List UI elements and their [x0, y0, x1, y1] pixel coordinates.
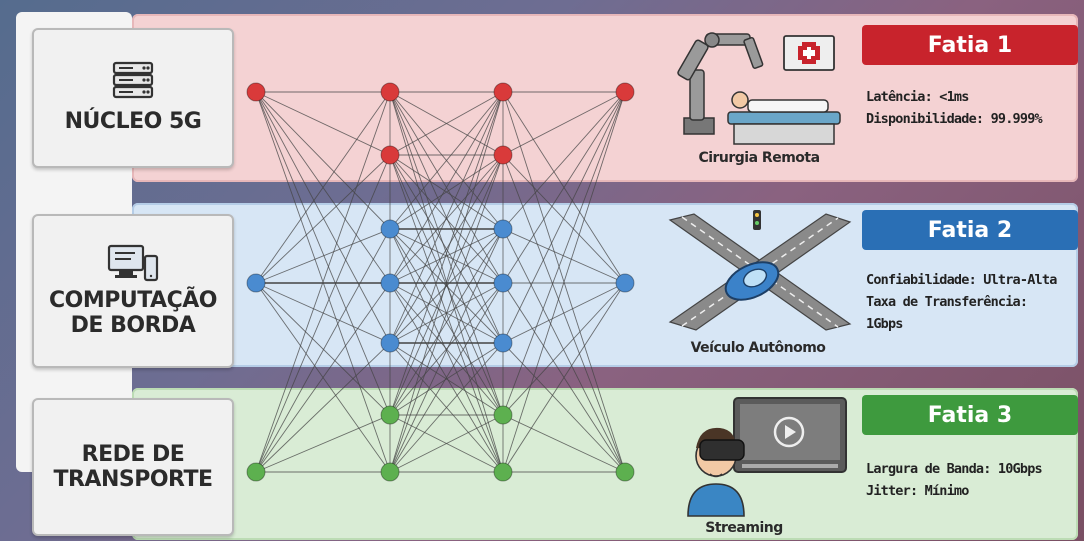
- network-link: [255, 154, 391, 284]
- slice-3-specs: Largura de Banda: 10Gbps Jitter: Mínimo: [866, 461, 1043, 499]
- network-link: [255, 154, 391, 473]
- network-link: [502, 414, 626, 473]
- network-link: [502, 228, 626, 284]
- network-node: [380, 145, 400, 165]
- network-link: [502, 282, 626, 473]
- network-node: [493, 405, 513, 425]
- network-link: [502, 91, 626, 473]
- layer-transport-label: REDE DE TRANSPORTE: [53, 441, 213, 492]
- network-link: [389, 282, 504, 416]
- network-node: [380, 333, 400, 353]
- network-node: [615, 273, 635, 293]
- network-link: [502, 91, 626, 156]
- network-link: [389, 228, 504, 473]
- slice-3-badge: Fatia 3: [862, 395, 1078, 435]
- network-node: [380, 462, 400, 482]
- network-link: [502, 154, 626, 284]
- network-link: [389, 154, 504, 284]
- network-node: [493, 333, 513, 353]
- network-link: [389, 228, 504, 344]
- slice-1-specs: Latência: <1ms Disponibilidade: 99.999%: [866, 89, 1043, 127]
- network-link: [502, 282, 626, 416]
- network-node: [493, 219, 513, 239]
- network-link: [255, 91, 391, 230]
- use-case-label-1: Cirurgia Remota: [698, 150, 820, 166]
- network-link: [389, 91, 504, 416]
- network-link: [389, 342, 504, 416]
- vr-streaming-icon: [687, 397, 847, 517]
- network-link: [255, 91, 391, 416]
- network-node: [493, 462, 513, 482]
- network-node: [246, 273, 266, 293]
- network-link: [255, 228, 391, 284]
- network-link: [389, 91, 504, 230]
- layer-edge-label: COMPUTAÇÃO DE BORDA: [49, 287, 217, 338]
- network-node: [493, 82, 513, 102]
- network-link: [389, 228, 504, 284]
- network-link: [255, 91, 391, 473]
- network-node: [380, 219, 400, 239]
- network-link: [389, 154, 504, 230]
- network-node: [615, 82, 635, 102]
- slice-2-specs: Confiabilidade: Ultra-Alta Taxa de Trans…: [866, 272, 1057, 332]
- network-node: [380, 82, 400, 102]
- network-link: [255, 282, 391, 344]
- layer-edge-computing: COMPUTAÇÃO DE BORDA: [32, 214, 234, 368]
- autonomous-vehicle-icon: [668, 210, 852, 331]
- network-link: [502, 91, 626, 416]
- network-link: [502, 228, 626, 473]
- network-link: [389, 154, 504, 416]
- slice-1-badge: Fatia 1: [862, 25, 1078, 65]
- use-case-label-3: Streaming: [705, 520, 783, 536]
- network-link: [389, 91, 504, 156]
- server-icon: [112, 62, 154, 99]
- robotic-surgery-icon: [677, 32, 841, 145]
- network-link: [502, 91, 626, 230]
- network-link: [389, 414, 504, 473]
- layer-core-label: NÚCLEO 5G: [64, 109, 202, 135]
- network-link: [389, 282, 504, 344]
- network-link: [389, 91, 504, 284]
- network-node: [615, 462, 635, 482]
- network-link: [255, 91, 391, 344]
- network-link: [389, 282, 504, 473]
- computer-devices-icon: [107, 244, 159, 281]
- layer-transport-network: REDE DE TRANSPORTE: [32, 398, 234, 536]
- network-link: [389, 91, 504, 344]
- slice-2-badge: Fatia 2: [862, 210, 1078, 250]
- network-link: [502, 91, 626, 344]
- network-node: [380, 405, 400, 425]
- network-link: [389, 342, 504, 473]
- network-link: [502, 342, 626, 473]
- network-link: [255, 342, 391, 473]
- network-link: [502, 91, 626, 284]
- network-node: [246, 462, 266, 482]
- use-case-label-2: Veículo Autônomo: [690, 340, 826, 356]
- network-node: [246, 82, 266, 102]
- network-node: [493, 145, 513, 165]
- network-link: [255, 91, 391, 156]
- layer-core-5g: NÚCLEO 5G: [32, 28, 234, 168]
- network-link: [255, 91, 391, 284]
- network-node: [493, 273, 513, 293]
- network-link: [255, 414, 391, 473]
- network-link: [255, 228, 391, 473]
- network-link: [255, 282, 391, 473]
- network-link: [502, 282, 626, 344]
- network-link: [389, 154, 504, 344]
- network-node: [380, 273, 400, 293]
- network-link: [255, 282, 391, 416]
- network-link: [389, 228, 504, 416]
